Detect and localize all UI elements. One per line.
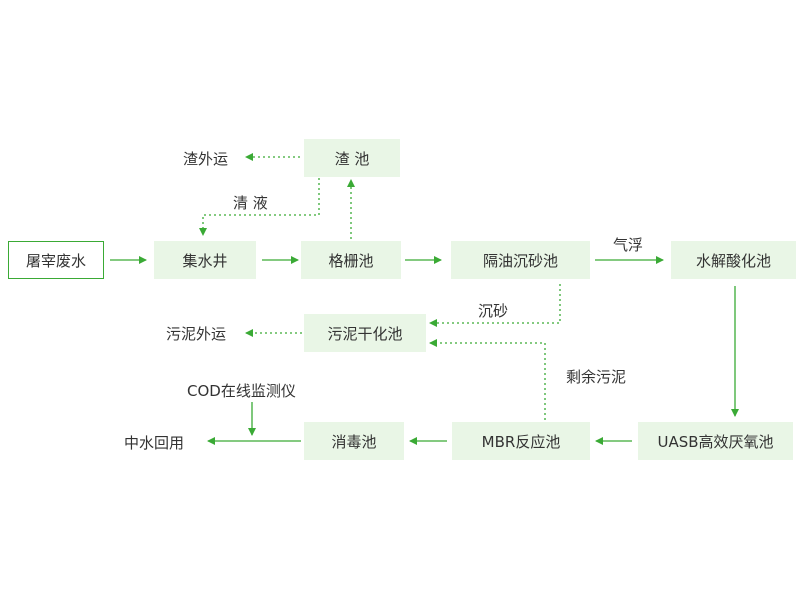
collection-well-node: 集水井 [154,241,256,279]
residue-disposal-label: 渣外运 [183,150,229,168]
arrow-clear-liquid-return [199,178,320,236]
mbr-reactor-node: MBR反应池 [452,422,590,460]
arrow-grit-to-sludge-drying [429,284,561,327]
grit-oil-separator-label: 隔油沉砂池 [482,251,558,270]
sludge-drying-node: 污泥干化池 [304,314,426,352]
grit-label: 沉砂 [478,302,509,320]
sludge-disposal-label: 污泥外运 [166,325,227,343]
clear-liquid-label: 清 液 [233,194,268,212]
uasb-tank-node: UASB高效厌氧池 [638,422,793,460]
mbr-reactor-label: MBR反应池 [481,432,561,451]
cod-monitor-label: COD在线监测仪 [187,382,296,400]
arrow-excess-sludge-to-drying [429,339,546,420]
residue-pool-label: 渣 池 [334,149,370,168]
uasb-tank-label: UASB高效厌氧池 [657,432,774,451]
hydrolysis-acidification-node: 水解酸化池 [671,241,796,279]
slaughter-wastewater-node: 屠宰废水 [8,241,104,279]
disinfection-tank-label: 消毒池 [331,432,377,451]
grit-oil-separator-node: 隔油沉砂池 [451,241,590,279]
residue-pool-node: 渣 池 [304,139,400,177]
excess-sludge-label: 剩余污泥 [566,368,627,386]
screen-tank-label: 格栅池 [328,251,374,270]
air-flotation-label: 气浮 [613,236,644,254]
disinfection-tank-node: 消毒池 [304,422,404,460]
hydrolysis-acidification-label: 水解酸化池 [695,251,771,270]
collection-well-label: 集水井 [182,251,228,270]
sludge-drying-label: 污泥干化池 [327,324,403,343]
water-reuse-label: 中水回用 [124,434,185,452]
screen-tank-node: 格栅池 [301,241,401,279]
slaughter-wastewater-label: 屠宰废水 [25,251,86,270]
